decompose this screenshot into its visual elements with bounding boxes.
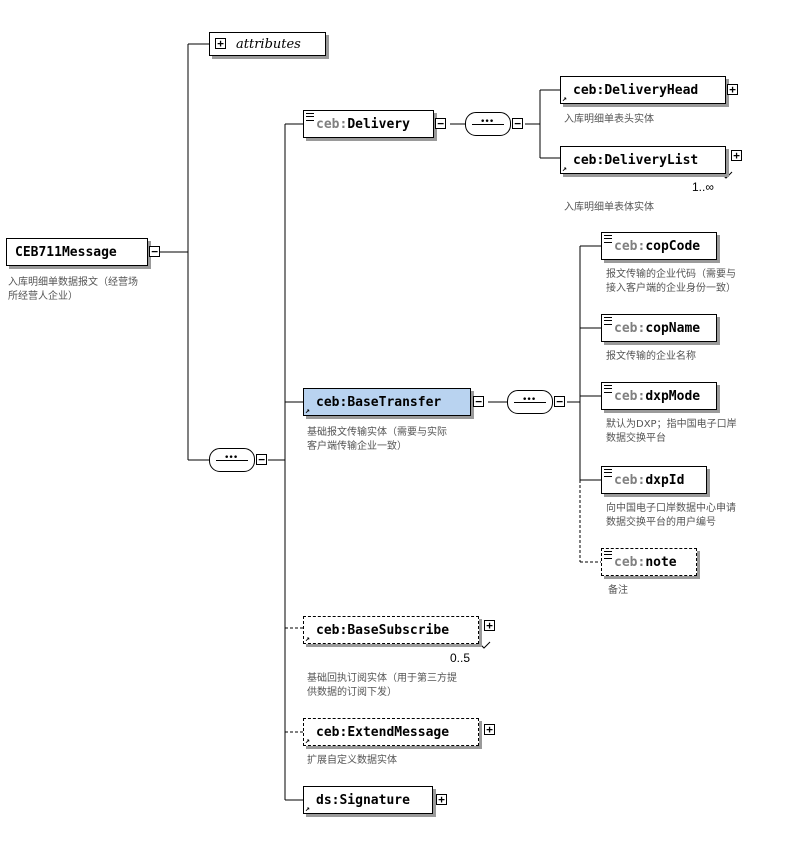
namespace-prefix: ceb: xyxy=(614,554,646,570)
simple-type-icon xyxy=(604,469,612,477)
namespace-prefix: ceb: xyxy=(614,238,646,254)
element-name: Delivery xyxy=(347,116,410,132)
element-name: dxpMode xyxy=(645,388,701,404)
element-name: note xyxy=(645,554,677,570)
element-description: 备注 xyxy=(608,585,628,596)
attributes-label: attributes xyxy=(236,36,301,52)
cardinality-label: 0..5 xyxy=(450,651,471,665)
reference-arrow-icon xyxy=(305,737,312,744)
element-description: 入库明细单数据报文（经营场 所经营人企业） xyxy=(8,277,138,302)
reference-arrow-icon xyxy=(305,635,312,642)
element-description: 基础报文传输实体（需要与实际 客户端传输企业一致） xyxy=(307,427,447,452)
element-dxpid[interactable]: ceb:dxpId xyxy=(601,466,707,494)
reference-arrow-icon xyxy=(562,165,569,172)
element-description: 扩展自定义数据实体 xyxy=(307,755,397,766)
element-name: BaseTransfer xyxy=(347,394,442,410)
element-note[interactable]: ceb:note xyxy=(601,548,697,576)
sequence-compositor-basetransfer xyxy=(507,390,553,414)
expand-toggle-basesubscribe[interactable]: + xyxy=(484,620,495,631)
collapse-toggle-root[interactable]: − xyxy=(149,246,160,257)
attributes-box[interactable]: attributes xyxy=(209,32,326,56)
reference-arrow-icon xyxy=(305,407,312,414)
element-name: Signature xyxy=(339,792,410,808)
element-extendmessage[interactable]: ceb:ExtendMessage xyxy=(303,718,479,746)
element-name: DeliveryHead xyxy=(604,82,699,98)
element-deliverylist[interactable]: ceb:DeliveryList xyxy=(560,143,729,174)
expand-toggle-attributes[interactable]: + xyxy=(215,38,226,49)
element-description: 入库明细单表体实体 xyxy=(564,202,654,213)
sequence-compositor xyxy=(209,448,255,472)
namespace-prefix: ceb: xyxy=(316,724,348,740)
element-delivery[interactable]: ceb:Delivery xyxy=(303,110,434,138)
namespace-prefix: ceb: xyxy=(573,152,605,168)
reference-arrow-icon xyxy=(305,805,312,812)
expand-toggle-deliveryhead[interactable]: + xyxy=(727,84,738,95)
element-copname[interactable]: ceb:copName xyxy=(601,314,717,342)
complex-type-icon xyxy=(306,113,314,121)
element-copcode[interactable]: ceb:copCode xyxy=(601,232,717,260)
namespace-prefix: ceb: xyxy=(614,320,646,336)
element-description: 默认为DXP；指中国电子口岸 数据交换平台 xyxy=(606,419,737,444)
element-name: ExtendMessage xyxy=(347,724,450,740)
element-description: 入库明细单表头实体 xyxy=(564,114,654,125)
cardinality-tick-list xyxy=(719,171,733,179)
collapse-toggle-basetransfer-seq[interactable]: − xyxy=(554,396,565,407)
namespace-prefix: ceb: xyxy=(573,82,605,98)
namespace-prefix: ceb: xyxy=(614,388,646,404)
collapse-toggle-delivery[interactable]: − xyxy=(435,118,446,129)
element-name: dxpId xyxy=(645,472,685,488)
sequence-compositor-delivery xyxy=(465,112,511,136)
reference-arrow-icon xyxy=(562,95,569,102)
element-name: BaseSubscribe xyxy=(347,622,450,638)
collapse-toggle-root-seq[interactable]: − xyxy=(256,454,267,465)
simple-type-icon xyxy=(604,385,612,393)
namespace-prefix: ceb: xyxy=(614,472,646,488)
element-dxpmode[interactable]: ceb:dxpMode xyxy=(601,382,717,410)
element-name: copCode xyxy=(645,238,701,254)
element-basesubscribe[interactable]: ceb:BaseSubscribe xyxy=(303,613,482,644)
element-ceb711message[interactable]: CEB711Message xyxy=(6,238,148,266)
namespace-prefix: ds: xyxy=(316,792,340,808)
element-basetransfer[interactable]: ceb:BaseTransfer xyxy=(303,388,471,416)
element-description: 报文传输的企业代码（需要与 接入客户端的企业身份一致） xyxy=(606,269,736,294)
expand-toggle-deliverylist[interactable]: + xyxy=(731,150,742,161)
cardinality-label: 1..∞ xyxy=(692,180,714,194)
element-name: CEB711Message xyxy=(15,244,117,260)
namespace-prefix: ceb: xyxy=(316,622,348,638)
element-name: copName xyxy=(645,320,701,336)
collapse-toggle-basetransfer[interactable]: − xyxy=(473,396,484,407)
expand-toggle-extendmessage[interactable]: + xyxy=(484,724,495,735)
element-description: 向中国电子口岸数据中心申请 数据交换平台的用户编号 xyxy=(606,503,736,528)
element-deliveryhead[interactable]: ceb:DeliveryHead xyxy=(560,76,726,104)
simple-type-icon xyxy=(604,317,612,325)
simple-type-icon xyxy=(604,551,612,559)
element-name: DeliveryList xyxy=(604,152,699,168)
element-description: 报文传输的企业名称 xyxy=(606,351,696,362)
collapse-toggle-delivery-seq[interactable]: − xyxy=(512,118,523,129)
expand-toggle-signature[interactable]: + xyxy=(436,794,447,805)
cardinality-tick-subscribe xyxy=(477,641,491,649)
namespace-prefix: ceb: xyxy=(316,394,348,410)
element-signature[interactable]: ds:Signature xyxy=(303,786,433,814)
element-description: 基础回执订阅实体（用于第三方提 供数据的订阅下发） xyxy=(307,673,457,698)
simple-type-icon xyxy=(604,235,612,243)
namespace-prefix: ceb: xyxy=(316,116,348,132)
